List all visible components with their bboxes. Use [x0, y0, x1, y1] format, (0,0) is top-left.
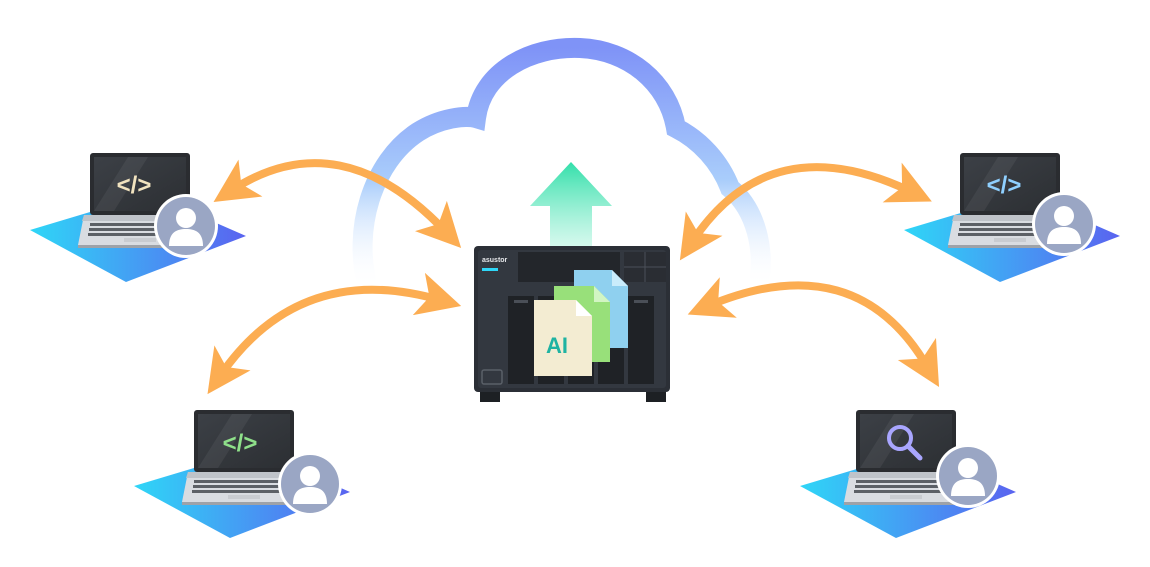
code-icon: </> — [223, 430, 258, 457]
nas-brand-logo: asustor — [482, 257, 508, 264]
search-icon — [887, 425, 923, 461]
arrow-top-right — [679, 162, 932, 261]
ai-file-label: AI — [546, 333, 568, 358]
laptop-bottom-right — [800, 410, 1016, 538]
arrow-bottom-right — [687, 277, 940, 388]
laptop-top-left: </> — [30, 153, 246, 282]
laptop-top-right: </> — [904, 153, 1120, 282]
user-avatar-icon — [278, 452, 342, 516]
file-stack: AI — [534, 270, 628, 376]
upload-arrow-icon — [530, 162, 612, 268]
user-avatar-icon — [154, 194, 218, 258]
arrow-top-left — [213, 159, 462, 248]
code-icon: </> — [987, 172, 1022, 199]
code-icon: </> — [117, 172, 152, 199]
arrow-bottom-left — [207, 272, 462, 395]
user-avatar-icon — [936, 444, 1000, 508]
file-icon-ai: AI — [534, 300, 592, 376]
connection-arrows — [207, 159, 940, 395]
laptop-bottom-left: </> — [134, 410, 350, 538]
user-avatar-icon — [1032, 192, 1096, 256]
